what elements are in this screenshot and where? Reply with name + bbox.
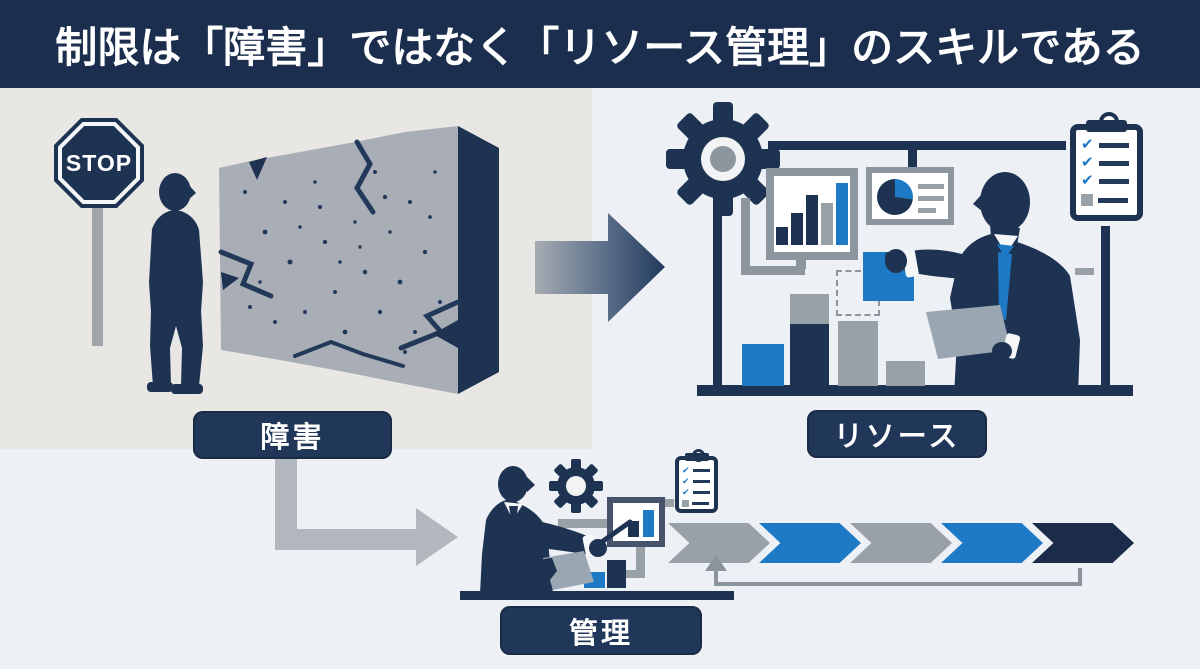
check-icon: ✔ [1081,136,1094,153]
check-icon: ✔ [682,487,690,497]
gear-small-icon [549,459,603,513]
resource-block-blue [742,344,784,386]
bar-chart-icon [766,168,858,260]
monitor-connector [625,570,638,578]
bar-chart-small-icon [607,497,665,547]
check-icon: ✔ [682,476,690,486]
gear-icon [666,102,780,216]
title-banner: 制限は「障害」ではなく「リソース管理」のスキルである [0,0,1200,88]
card-text-line [918,184,944,189]
monitor-connector [558,519,608,528]
scene-frame-right-pole [1101,226,1110,392]
chart-bar [836,183,848,245]
check-icon: ✔ [1081,172,1094,189]
process-chevron-4 [941,523,1043,563]
resource-block-gray [790,294,829,324]
unchecked-square-icon [682,500,689,507]
stop-sign-face: STOP [62,126,136,200]
scene-baseline-small [460,591,734,600]
scene-baseline [697,385,1133,396]
chart-bar [821,203,833,245]
checklist-row [682,500,709,507]
checklist-row: ✔ [682,465,710,475]
checklist-row: ✔ [1081,172,1129,189]
checklist-line [1098,142,1129,148]
resource-block-navy [790,324,829,386]
clipboard-clip [1086,120,1127,132]
manager-person-icon [885,172,1080,396]
pole-dash [1075,268,1094,275]
clipboard-clip [685,453,709,461]
feedback-loop-line [714,568,1082,586]
arrow-right-icon [535,213,665,322]
elbow-arrow-horizontal [275,529,416,550]
management-label: 管理 [500,606,702,655]
resource-block-navy-small [607,560,626,588]
monitor-connector [636,546,645,578]
checklist-line [692,491,710,494]
checklist-row: ✔ [682,476,710,486]
feedback-arrow-head-icon [705,555,727,571]
pie-card-hanger [908,150,917,169]
card-text-line [918,208,936,213]
check-icon: ✔ [1081,154,1094,171]
checklist-row: ✔ [682,487,710,497]
chart-bar [628,521,639,537]
obstacle-label: 障害 [193,411,392,459]
chart-bar [776,227,788,245]
scene-frame-top-bar [768,141,1066,150]
checklist-row [1081,194,1128,206]
elbow-arrow-head-icon [416,508,458,566]
checklist-line [692,469,710,472]
chart-bar [806,195,818,245]
stone-wall-icon [218,126,499,394]
resource-block-gray [838,321,878,386]
monitor-foot [741,266,805,275]
checklist-line [1098,197,1128,203]
checklist-line [1098,178,1129,184]
stop-sign-text: STOP [65,149,133,176]
checklist-line [692,502,709,505]
scene-frame-left-pole [713,202,722,392]
resource-label: リソース [807,410,987,458]
stop-sign-pole [92,206,103,346]
page-title: 制限は「障害」ではなく「リソース管理」のスキルである [55,23,1145,71]
check-icon: ✔ [682,465,690,475]
chart-bar [643,510,654,537]
checklist-row: ✔ [1081,154,1129,171]
person-facing-wall-icon [147,173,203,394]
management-label-text: 管理 [568,617,633,650]
chart-bar [791,213,803,245]
monitor-stand [796,260,806,269]
process-chevron-2 [759,523,861,563]
monitor-leg [741,198,750,274]
pie-chart-icon [877,179,913,215]
unchecked-square-icon [1081,194,1093,206]
process-chevron-3 [850,523,952,563]
checklist-line [1098,160,1129,166]
management-person-icon [480,466,633,594]
elbow-arrow-vertical [275,459,297,531]
card-text-line [918,196,944,201]
resource-label-text: リソース [833,421,961,453]
resource-block-gray [886,361,925,386]
obstacle-label-text: 障害 [260,422,325,454]
process-chevron-5 [1032,523,1134,563]
checklist-line [692,480,710,483]
checklist-row: ✔ [1081,136,1129,153]
